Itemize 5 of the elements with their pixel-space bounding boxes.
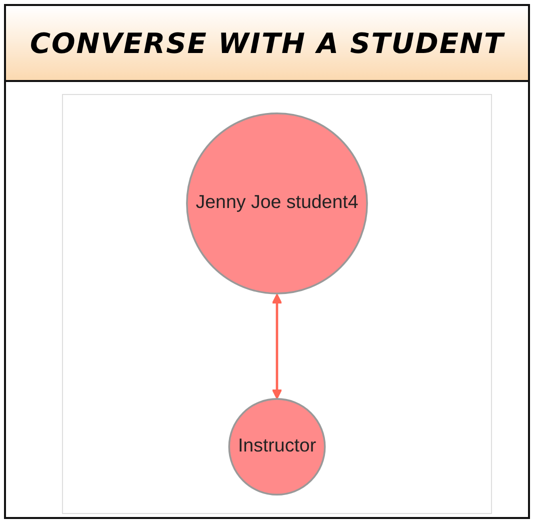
title: CONVERSE WITH A STUDENT <box>6 6 528 82</box>
arrow <box>272 294 282 400</box>
node-circle <box>228 398 326 496</box>
node-circle <box>186 112 368 294</box>
diagram-frame: CONVERSE WITH A STUDENT Jenny Joe student4 Instructor <box>4 4 530 519</box>
